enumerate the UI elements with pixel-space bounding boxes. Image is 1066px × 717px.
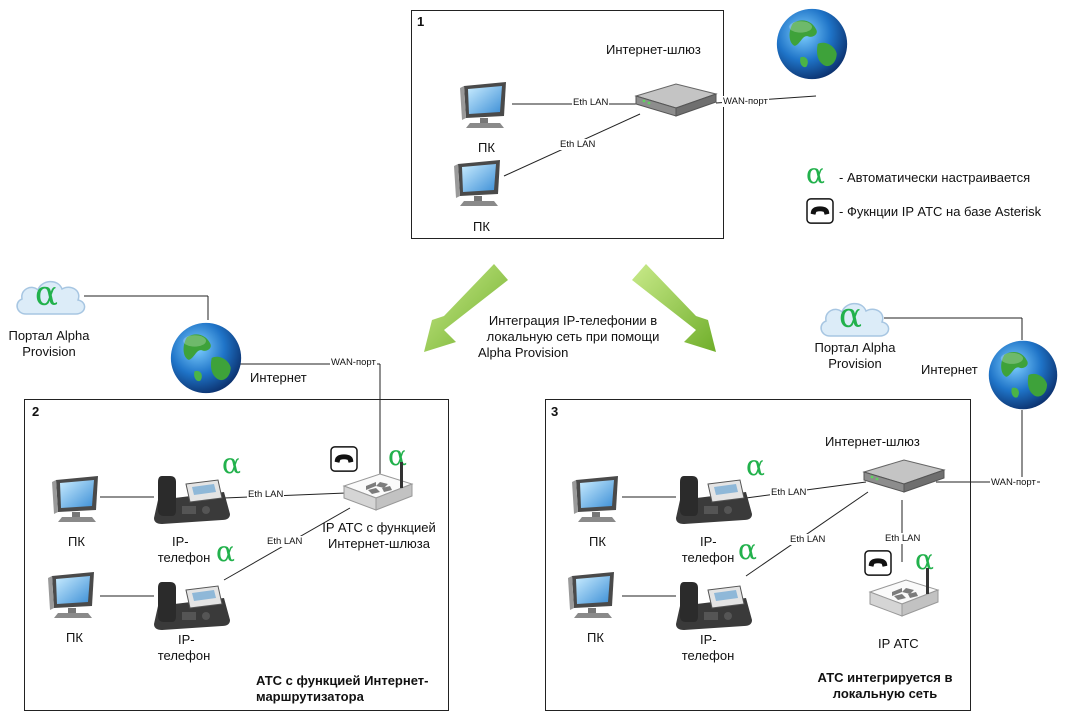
center-caption: Интеграция IP-телефонии в локальную сеть…: [468, 313, 678, 361]
left-portal-line-1: Портал Alpha: [8, 328, 90, 343]
globe-icon: [168, 320, 244, 396]
scheme-3-phone1-line-2: телефон: [681, 550, 735, 565]
monitor-icon: [566, 570, 620, 620]
scheme-2-phone1-label: IP- телефон: [150, 534, 218, 566]
monitor-icon: [458, 80, 512, 130]
globe-icon: [986, 338, 1060, 412]
monitor-icon: [46, 570, 100, 620]
scheme-3-link3: Eth LAN: [884, 533, 922, 544]
scheme-3-pc2: ПК: [587, 630, 604, 645]
ip-phone-icon: [148, 470, 232, 526]
right-portal-line-2: Provision: [828, 356, 882, 371]
scheme-1-box: [411, 10, 724, 239]
left-internet-label: Интернет: [250, 370, 307, 385]
scheme-2-caption-line-2: маршрутизатора: [256, 689, 364, 704]
monitor-icon: [50, 474, 104, 524]
scheme-3-phone2-line-2: телефон: [681, 648, 735, 663]
router-icon: [340, 460, 416, 520]
ip-phone-icon: [670, 576, 754, 632]
arrow-left: [424, 264, 508, 352]
arrow-right: [632, 264, 716, 352]
scheme-1-pc1-label: ПК: [478, 140, 495, 155]
gateway-icon: [862, 456, 946, 496]
scheme-2-pc2: ПК: [66, 630, 83, 645]
scheme-3-caption: АТС интегрируется в локальную сеть: [800, 670, 970, 702]
ip-phone-icon: [670, 470, 754, 526]
scheme-2-link1: Eth LAN: [247, 489, 285, 500]
alpha-icon: α: [746, 449, 765, 482]
left-portal-line-2: Provision: [22, 344, 76, 359]
center-caption-line-2: локальную сеть при помощи: [486, 329, 660, 344]
scheme-3-gateway-label: Интернет-шлюз: [825, 434, 920, 449]
right-portal-line-1: Портал Alpha: [814, 340, 896, 355]
scheme-2-caption-line-1: АТС с функцией Интернет-: [256, 673, 429, 688]
scheme-3-box: [545, 399, 971, 711]
scheme-2-phone1-line-2: телефон: [157, 550, 211, 565]
scheme-3-phone2-label: IP- телефон: [672, 632, 744, 664]
scheme-1-link1: Eth LAN: [572, 97, 610, 108]
scheme-2-link2: Eth LAN: [266, 536, 304, 547]
alpha-icon: α: [738, 533, 757, 566]
monitor-icon: [452, 158, 506, 208]
scheme-2-router-label: IP АТС с функцией Интернет-шлюза: [304, 520, 454, 552]
center-caption-line-3: Alpha Provision: [478, 345, 569, 360]
alpha-icon: α: [915, 543, 934, 576]
scheme-2-phone2-line-2: телефон: [157, 648, 211, 663]
router-icon: [866, 566, 942, 626]
scheme-2-caption: АТС с функцией Интернет- маршрутизатора: [256, 673, 428, 705]
cloud-alpha-icon: α: [839, 296, 862, 336]
legend-alpha-icon: α: [806, 157, 825, 190]
scheme-3-phone1-label: IP- телефон: [672, 534, 744, 566]
scheme-1-link2: Eth LAN: [559, 139, 597, 150]
scheme-3-phone2-line-1: IP-: [700, 632, 717, 647]
legend-phone-text: - Фукнции IP АТС на базе Asterisk: [839, 204, 1042, 219]
scheme-3-wan: WAN-порт: [990, 477, 1037, 488]
gateway-icon: [634, 80, 718, 120]
monitor-icon: [570, 474, 624, 524]
right-internet-label: Интернет: [921, 362, 978, 377]
right-portal-label: Портал Alpha Provision: [806, 340, 904, 372]
scheme-3-link2: Eth LAN: [789, 534, 827, 545]
scheme-2-router-line-1: IP АТС с функцией: [322, 520, 436, 535]
left-portal-label: Портал Alpha Provision: [0, 328, 98, 360]
scheme-2-number: 2: [32, 404, 40, 419]
scheme-3-pbx-label: IP АТС: [878, 636, 919, 651]
center-caption-line-1: Интеграция IP-телефонии в: [488, 313, 658, 328]
scheme-2-phone1-line-1: IP-: [172, 534, 189, 549]
scheme-1-wan: WAN-порт: [722, 96, 769, 107]
scheme-3-caption-line-1: АТС интегрируется в: [817, 670, 953, 685]
scheme-2-phone2-line-1: IP-: [178, 632, 195, 647]
scheme-2-router-line-2: Интернет-шлюза: [327, 536, 430, 551]
scheme-3-pc1: ПК: [589, 534, 606, 549]
scheme-3-number: 3: [551, 404, 559, 419]
scheme-1-number: 1: [417, 14, 425, 29]
ip-phone-icon: [148, 576, 232, 632]
scheme-2-pc1: ПК: [68, 534, 85, 549]
cloud-alpha-icon: α: [35, 274, 58, 314]
alpha-icon: α: [216, 535, 235, 568]
scheme-1-pc2-label: ПК: [473, 219, 490, 234]
scheme-3-phone1-line-1: IP-: [700, 534, 717, 549]
scheme-3-link1: Eth LAN: [770, 487, 808, 498]
globe-icon: [774, 6, 850, 82]
scheme-3-caption-line-2: локальную сеть: [832, 686, 938, 701]
handset-icon: [806, 198, 834, 224]
left-wan-label: WAN-порт: [330, 357, 377, 368]
legend-alpha-text: - Автоматически настраивается: [839, 170, 1031, 185]
alpha-icon: α: [222, 447, 241, 480]
scheme-1-gateway-label: Интернет-шлюз: [606, 42, 701, 57]
scheme-2-phone2-label: IP- телефон: [150, 632, 218, 664]
scheme-2-box: [24, 399, 449, 711]
